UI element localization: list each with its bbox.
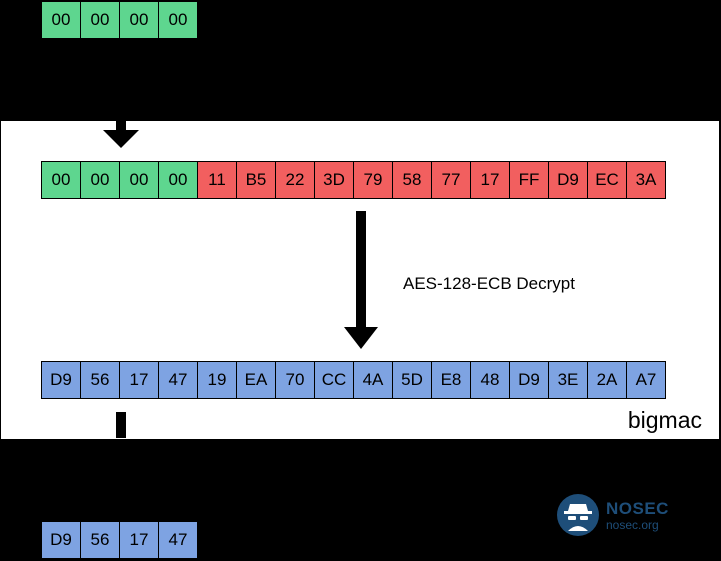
byte-cell: EC xyxy=(587,161,627,199)
byte-cell: D9 xyxy=(548,161,588,199)
byte-cell: FF xyxy=(509,161,549,199)
byte-cell: EA xyxy=(236,361,276,399)
byte-cell: 5D xyxy=(392,361,432,399)
byte-cell: 4A xyxy=(353,361,393,399)
byte-cell: 00 xyxy=(41,161,81,199)
byte-cell: B5 xyxy=(236,161,276,199)
byte-cell: A7 xyxy=(626,361,666,399)
logo-name: NOSEC xyxy=(606,498,669,518)
byte-cell: 11 xyxy=(197,161,237,199)
byte-cell: 70 xyxy=(275,361,315,399)
byte-cell: 2A xyxy=(587,361,627,399)
byte-cell: 48 xyxy=(470,361,510,399)
byte-cell: 58 xyxy=(392,161,432,199)
byte-cell: 3D xyxy=(314,161,354,199)
byte-cell: 00 xyxy=(119,1,159,39)
byte-cell: 3A xyxy=(626,161,666,199)
decrypt-arrow xyxy=(344,211,378,349)
nosec-spy-icon xyxy=(557,494,599,536)
operation-label: AES-128-ECB Decrypt xyxy=(403,274,575,293)
byte-cell: 17 xyxy=(470,161,510,199)
byte-cell: 47 xyxy=(158,361,198,399)
byte-cell: 77 xyxy=(431,161,471,199)
byte-cell: 00 xyxy=(41,1,81,39)
byte-cell: D9 xyxy=(509,361,549,399)
output-arrow-stub xyxy=(116,412,126,438)
nosec-logo: NOSEC nosec.org xyxy=(556,493,669,537)
byte-cell: CC xyxy=(314,361,354,399)
byte-cell: D9 xyxy=(41,521,81,559)
byte-cell: 00 xyxy=(158,161,198,199)
arrow-into-panel xyxy=(103,120,139,148)
byte-cell: D9 xyxy=(41,361,81,399)
byte-cell: 17 xyxy=(119,521,159,559)
byte-cell: 56 xyxy=(80,521,120,559)
byte-cell: E8 xyxy=(431,361,471,399)
byte-cell: 79 xyxy=(353,161,393,199)
byte-cell: 3E xyxy=(548,361,588,399)
logo-url: nosec.org xyxy=(606,517,659,532)
byte-cell: 00 xyxy=(80,161,120,199)
byte-cell: 22 xyxy=(275,161,315,199)
panel-label: bigmac xyxy=(627,407,702,433)
byte-cell: 00 xyxy=(119,161,159,199)
byte-cell: 00 xyxy=(158,1,198,39)
byte-cell: 56 xyxy=(80,361,120,399)
byte-cell: 17 xyxy=(119,361,159,399)
byte-cell: 47 xyxy=(158,521,198,559)
byte-cell: 00 xyxy=(80,1,120,39)
byte-cell: 19 xyxy=(197,361,237,399)
